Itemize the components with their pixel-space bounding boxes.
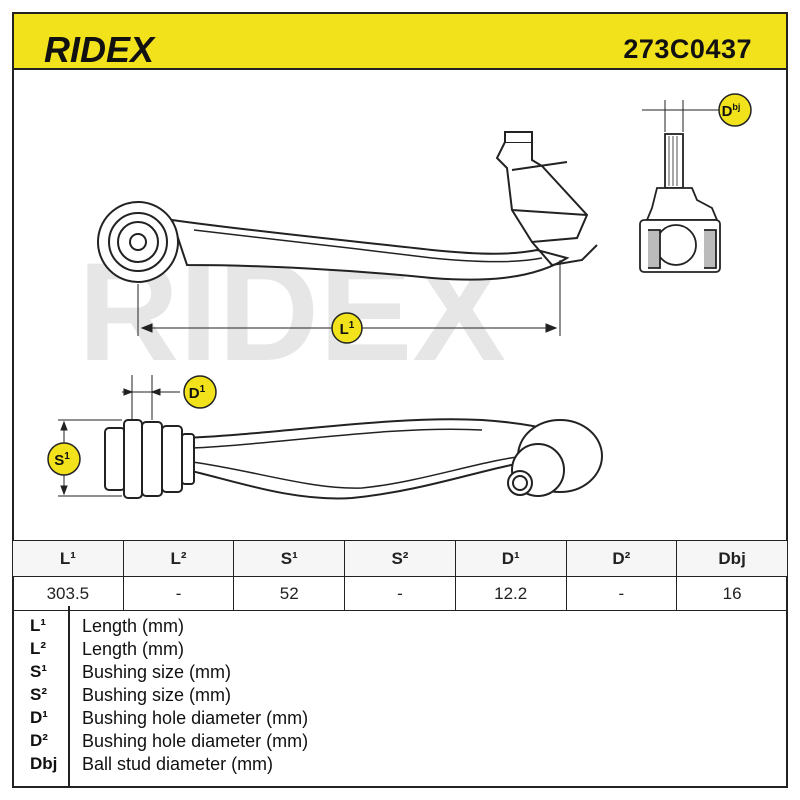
legend-item: D¹ Bushing hole diameter (mm) xyxy=(12,708,788,731)
specs-value-cell: 303.5 xyxy=(12,576,124,611)
technical-drawing: RIDEX L1 xyxy=(47,93,752,500)
specs-value-cell: - xyxy=(344,576,456,611)
specs-value-cell: 12.2 xyxy=(454,576,567,611)
legend-code: D¹ xyxy=(30,708,48,727)
specs-header-cell: D¹ xyxy=(454,540,567,577)
datasheet xyxy=(12,12,788,788)
legend-description: Bushing hole diameter (mm) xyxy=(82,731,309,751)
legend-code: L¹ xyxy=(30,616,47,635)
legend-code: S² xyxy=(30,685,47,704)
legend-item: L² Length (mm) xyxy=(12,639,788,662)
callout-l1: L1 xyxy=(331,312,363,344)
legend-divider xyxy=(68,606,70,788)
legend-item: S¹ Bushing size (mm) xyxy=(12,662,788,685)
control-arm-side-view xyxy=(104,418,603,500)
specs-header-cell: L² xyxy=(122,540,235,577)
legend-description: Bushing size (mm) xyxy=(82,662,232,682)
specs-table: L¹ L² S¹ S² D¹ D² Dbj 303.5 - 52 - 12.2 … xyxy=(12,540,788,611)
legend-code: D² xyxy=(30,731,48,750)
specs-header-cell: L¹ xyxy=(12,540,124,577)
specs-header-cell: S¹ xyxy=(233,540,346,577)
legend: L¹ Length (mm) L² Length (mm) S¹ Bushing… xyxy=(12,606,788,788)
dimension-dbj xyxy=(642,100,720,132)
legend-item: L¹ Length (mm) xyxy=(12,616,788,639)
callout-dbj: Dbj xyxy=(718,93,752,127)
specs-header-cell: D² xyxy=(565,540,678,577)
legend-description: Length (mm) xyxy=(82,639,185,659)
legend-item: D² Bushing hole diameter (mm) xyxy=(12,731,788,754)
legend-description: Length (mm) xyxy=(82,616,185,636)
brand-logo: RIDEX xyxy=(44,32,156,66)
specs-header-cell: S² xyxy=(344,540,456,577)
part-number: 273C0437 xyxy=(623,34,752,64)
dimension-s1 xyxy=(58,419,122,497)
callout-d1: D1 xyxy=(183,375,217,409)
legend-description: Bushing size (mm) xyxy=(82,685,232,705)
legend-code: S¹ xyxy=(30,662,47,681)
specs-value-cell: 52 xyxy=(233,576,346,611)
header-bar: RIDEX 273C0437 xyxy=(12,12,788,70)
specs-value-cell: - xyxy=(122,576,235,611)
control-arm-top-view xyxy=(97,131,598,283)
specs-header-cell: Dbj xyxy=(676,540,788,577)
callout-s1: S1 xyxy=(47,442,81,476)
dimension-d1 xyxy=(122,375,180,420)
legend-code: L² xyxy=(30,639,47,658)
legend-code: Dbj xyxy=(30,754,58,773)
legend-item: Dbj Ball stud diameter (mm) xyxy=(12,754,788,777)
legend-description: Bushing hole diameter (mm) xyxy=(82,708,309,728)
legend-item: S² Bushing size (mm) xyxy=(12,685,788,708)
ball-joint-side-view xyxy=(639,133,721,273)
specs-header-row: L¹ L² S¹ S² D¹ D² Dbj xyxy=(12,540,788,577)
specs-value-row: 303.5 - 52 - 12.2 - 16 xyxy=(12,576,788,611)
legend-description: Ball stud diameter (mm) xyxy=(82,754,274,774)
specs-value-cell: 16 xyxy=(676,576,788,611)
brand-logo-text: RIDEX xyxy=(44,32,156,66)
